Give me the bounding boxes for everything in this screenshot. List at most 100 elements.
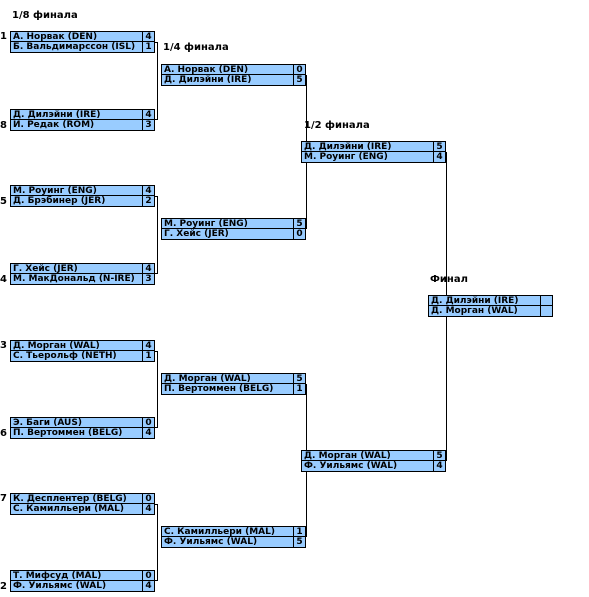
player-score: 5 <box>293 374 305 384</box>
seed-number: 5 <box>0 196 7 207</box>
player-score: 0 <box>142 418 154 428</box>
player-name: Д. Брэбинер (JER) <box>13 196 106 206</box>
player-row-top: Д. Дилэйни (IRE) 5 <box>301 141 446 152</box>
player-row-top: Д. Дилэйни (IRE) 4 <box>10 109 155 120</box>
seed-number: 3 <box>0 340 7 351</box>
player-score: 1 <box>293 527 305 537</box>
player-name: С. Камилльери (MAL) <box>13 504 124 514</box>
seed-number: 6 <box>0 428 7 439</box>
player-row-top: Г. Хейс (JER) 4 <box>10 263 155 274</box>
player-score: 1 <box>142 351 154 361</box>
player-score: 4 <box>142 504 154 514</box>
player-row-bottom: П. Вертоммен (BELG) 4 <box>10 428 155 439</box>
player-score: 0 <box>142 571 154 581</box>
match-qf-4: С. Камилльери (MAL) 1 Ф. Уильямс (WAL) 5 <box>161 526 306 548</box>
match-qf-2: М. Роуинг (ENG) 5 Г. Хейс (JER) 0 <box>161 218 306 240</box>
player-score: 3 <box>142 274 154 284</box>
player-row-bottom: И. Редак (ROM)3 <box>10 120 155 131</box>
player-row-bottom: Д. Морган (WAL) <box>428 306 553 317</box>
seed-number: 7 <box>0 493 7 504</box>
bracket-connector <box>155 504 158 581</box>
player-row-top: Д. Морган (WAL) 5 <box>301 450 446 461</box>
round-title-qf: 1/4 финала <box>163 42 229 53</box>
player-row-bottom: Д. Дилэйни (IRE)5 <box>161 75 306 86</box>
player-row-bottom: С. Тьерольф (NETH)1 <box>10 351 155 362</box>
player-row-top: Д. Дилэйни (IRE) <box>428 295 553 306</box>
round-title-final: Финал <box>430 274 468 285</box>
player-score: 4 <box>142 581 154 591</box>
player-name: С. Камилльери (MAL) <box>164 527 275 537</box>
player-score: 1 <box>293 384 305 394</box>
player-name: М. Роуинг (ENG) <box>164 219 248 229</box>
player-row-bottom: С. Камилльери (MAL) 4 <box>10 504 155 515</box>
player-score: 5 <box>293 75 305 85</box>
match-final-1: Д. Дилэйни (IRE)Д. Морган (WAL) <box>428 295 553 317</box>
player-score: 4 <box>142 341 154 351</box>
player-row-top: Э. Баги (AUS) 0 <box>10 417 155 428</box>
player-row-bottom: Г. Хейс (JER) 0 <box>161 229 306 240</box>
player-name: Ф. Уильямс (WAL) <box>164 537 258 547</box>
player-row-top: Д. Морган (WAL)5 <box>161 373 306 384</box>
player-row-top: М. Роуинг (ENG) 4 <box>10 185 155 196</box>
player-name: Ф. Уильямс (WAL) <box>13 581 107 591</box>
player-score: 2 <box>142 196 154 206</box>
seed-number: 8 <box>0 120 7 131</box>
player-row-bottom: Б. Вальдимарссон (ISL) 1 <box>10 42 155 53</box>
player-score: 4 <box>142 264 154 274</box>
round-title-sf: 1/2 финала <box>304 120 370 131</box>
player-name: Д. Морган (WAL) <box>304 451 391 461</box>
player-score: 5 <box>433 451 445 461</box>
bracket-connector <box>155 42 158 120</box>
bracket-connector <box>155 196 158 274</box>
player-name: Д. Дилэйни (IRE) <box>13 110 101 120</box>
round-title-r16: 1/8 финала <box>12 10 78 21</box>
seed-number: 1 <box>0 31 7 42</box>
player-row-top: Д. Морган (WAL) 4 <box>10 340 155 351</box>
player-name: Д. Морган (WAL) <box>13 341 100 351</box>
player-score: 5 <box>293 537 305 547</box>
seed-number: 2 <box>0 581 7 592</box>
player-score: 4 <box>142 110 154 120</box>
player-score: 0 <box>293 229 305 239</box>
player-score <box>540 296 552 305</box>
player-score: 4 <box>433 152 445 162</box>
player-row-bottom: М. МакДональд (N-IRE)3 <box>10 274 155 285</box>
seed-number: 4 <box>0 274 7 285</box>
player-row-bottom: П. Вертоммен (BELG) 1 <box>161 384 306 395</box>
player-score: 4 <box>142 186 154 196</box>
player-name: Д. Дилэйни (IRE) <box>304 142 392 152</box>
player-score: 5 <box>433 142 445 152</box>
player-row-bottom: М. Роуинг (ENG)4 <box>301 152 446 163</box>
player-row-top: А. Норвак (DEN)4 <box>10 31 155 42</box>
player-name: Б. Вальдимарссон (ISL) <box>13 42 136 52</box>
player-row-top: К. Десплентер (BELG)0 <box>10 493 155 504</box>
player-score: 1 <box>142 42 154 52</box>
player-name: П. Вертоммен (BELG) <box>164 384 274 394</box>
player-name: А. Норвак (DEN) <box>13 32 98 42</box>
player-score: 4 <box>142 428 154 438</box>
player-row-top: С. Камилльери (MAL) 1 <box>161 526 306 537</box>
player-score: 5 <box>293 219 305 229</box>
player-name: Г. Хейс (JER) <box>13 264 78 274</box>
player-score <box>540 306 552 316</box>
player-row-top: М. Роуинг (ENG) 5 <box>161 218 306 229</box>
player-row-top: Т. Мифсуд (MAL)0 <box>10 570 155 581</box>
player-name: Э. Баги (AUS) <box>13 418 82 428</box>
player-row-bottom: Ф. Уильямс (WAL) 4 <box>10 581 155 592</box>
player-name: Д. Морган (WAL) <box>431 306 518 316</box>
player-name: Д. Дилэйни (IRE) <box>431 296 519 306</box>
player-name: М. Роуинг (ENG) <box>13 186 97 196</box>
player-name: К. Десплентер (BELG) <box>13 494 127 504</box>
match-r16-3: М. Роуинг (ENG) 4 Д. Брэбинер (JER) 2 <box>10 185 155 207</box>
player-score: 4 <box>433 461 445 471</box>
player-name: П. Вертоммен (BELG) <box>13 428 123 438</box>
player-name: Г. Хейс (JER) <box>164 229 229 239</box>
